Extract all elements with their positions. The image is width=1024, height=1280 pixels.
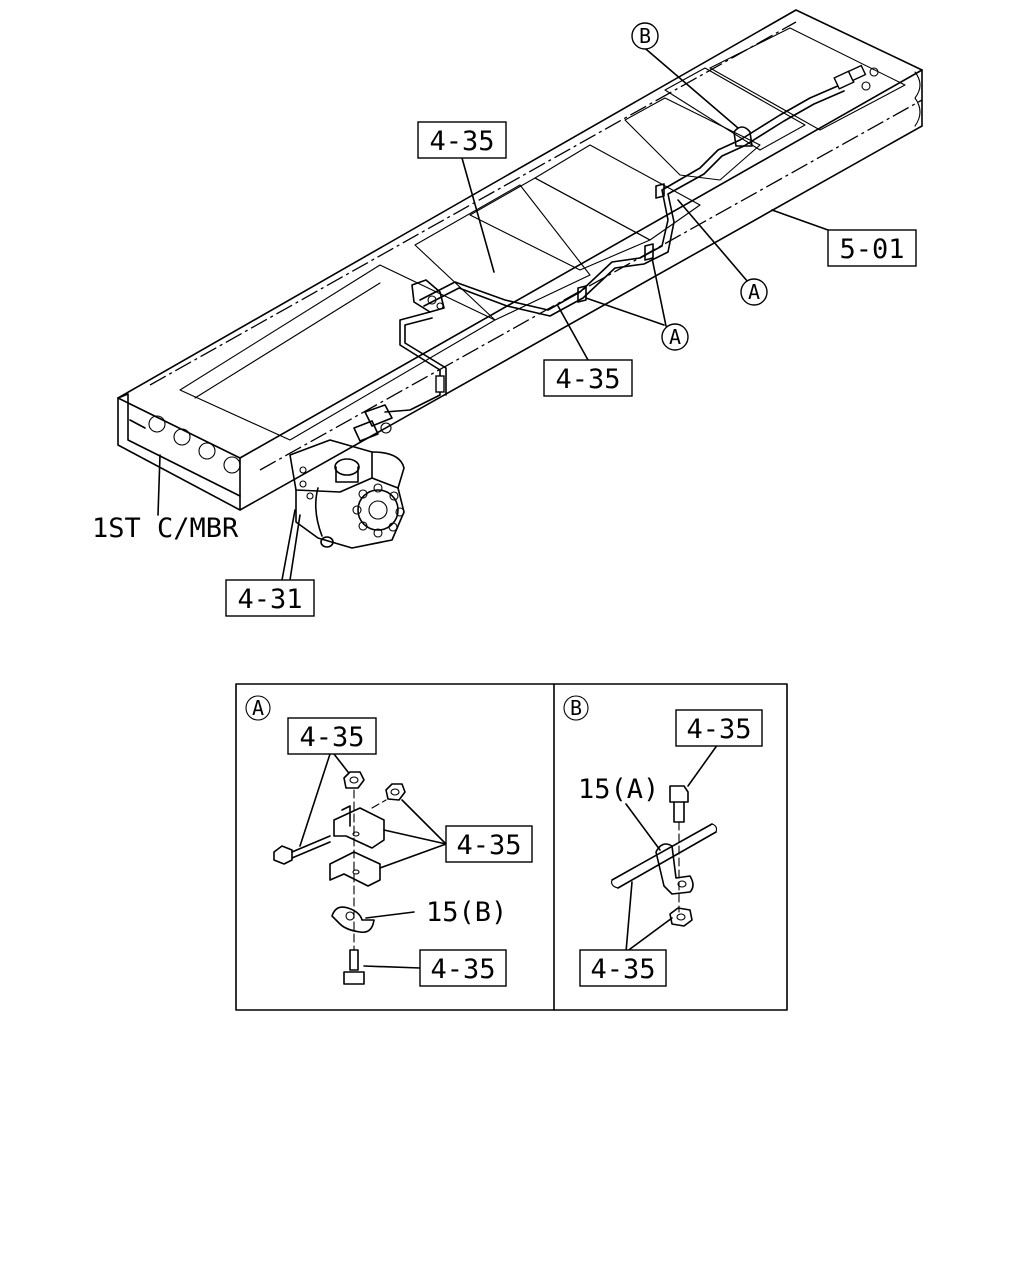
detail-a-marker: A [245,695,271,721]
svg-text:4-35: 4-35 [686,714,751,745]
detail-a-ref-top[interactable]: 4-35 [287,717,377,755]
callout-letter: B [639,24,651,48]
svg-text:4-35: 4-35 [590,954,655,985]
detail-a-panel: A 4-35 [245,695,533,987]
ref-box-4-31[interactable]: 4-31 [225,579,315,617]
svg-text:4-35: 4-35 [299,722,364,753]
detail-a-ref-right[interactable]: 4-35 [445,825,533,863]
callout-letter: A [748,280,760,304]
svg-text:4-35: 4-35 [456,830,521,861]
main-leader-lines [157,43,829,581]
ref-label: 5-01 [839,234,904,265]
callout-a-top[interactable]: A [740,278,768,306]
chassis-frame-drawing [117,9,923,549]
ref-box-middle-4-35[interactable]: 4-35 [543,359,633,397]
ref-label: 4-35 [429,126,494,157]
callout-letter: A [669,325,681,349]
detail-b-marker: B [563,695,589,721]
svg-text:4-35: 4-35 [430,954,495,985]
callout-b-top[interactable]: B [631,22,659,50]
svg-text:B: B [570,696,582,720]
ref-box-upper-4-35[interactable]: 4-35 [417,121,507,159]
detail-a-part-15b: 15(B) [426,897,507,928]
detail-a-ref-bottom[interactable]: 4-35 [419,949,507,987]
detail-b-ref-top[interactable]: 4-35 [675,709,763,747]
callout-a-lower[interactable]: A [661,323,689,351]
svg-text:A: A [252,696,264,720]
detail-frame [235,683,788,1011]
ref-box-5-01[interactable]: 5-01 [827,229,917,267]
first-cross-member-label: 1ST C/MBR [92,513,239,544]
detail-b-panel: B 4-35 15(A) 4-35 [563,695,763,987]
ref-label: 4-31 [237,584,302,615]
detail-b-part-15a: 15(A) [578,774,659,805]
detail-b-ref-bottom[interactable]: 4-35 [579,949,667,987]
ref-label: 4-35 [555,364,620,395]
